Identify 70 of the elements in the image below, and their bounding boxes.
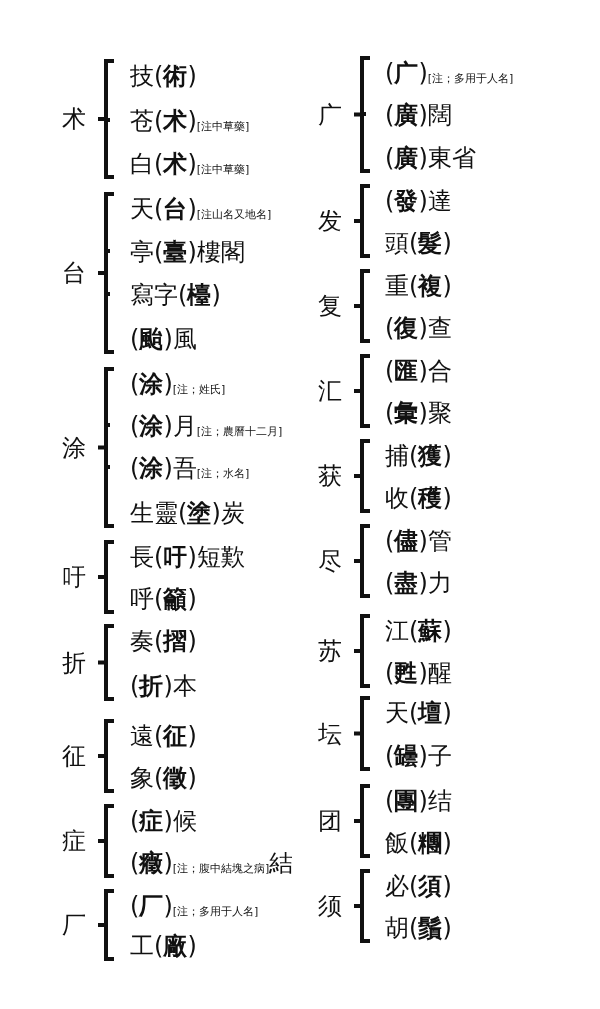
word-entry: 苍(术) — [130, 106, 197, 136]
word-entry: 頭(髮) — [385, 228, 452, 258]
word-entry: 亭(臺)樓閣 — [130, 237, 245, 267]
word-entry: 捕(獲) — [385, 441, 452, 471]
simplified-character: 征 — [62, 742, 86, 770]
annotation-note: [注中草藥] — [196, 163, 250, 177]
simplified-character: 团 — [318, 807, 342, 835]
word-entry: 技(術) — [130, 61, 197, 91]
word-entry: (盡)力 — [385, 568, 452, 598]
simplified-character: 术 — [62, 105, 86, 133]
simplified-character: 广 — [318, 100, 342, 129]
simplified-character: 尽 — [318, 547, 342, 575]
word-entry: (發)達 — [385, 186, 452, 216]
word-entry: (廣)闊 — [385, 100, 452, 130]
word-entry: (折)本 — [130, 671, 197, 701]
word-entry: 白(术) — [130, 149, 197, 179]
simplified-character: 汇 — [318, 377, 342, 405]
word-entry: (症)候 — [130, 806, 197, 836]
word-entry: 必(須) — [385, 871, 452, 901]
word-entry: (彙)聚 — [385, 398, 452, 428]
annotation-note: [注；農曆十二月] — [196, 424, 283, 439]
word-entry: (匯)合 — [385, 356, 452, 386]
annotation-note: [注山名又地名] — [196, 208, 272, 222]
word-entry: (癥) — [130, 848, 173, 878]
simplified-character: 须 — [318, 892, 342, 920]
word-entry: (廣)東省 — [385, 143, 476, 173]
annotation-note: [注；姓氏] — [172, 383, 226, 397]
annotation-note: [注；多用于人名] — [172, 905, 259, 919]
word-entry: (罎)子 — [385, 741, 452, 771]
word-entry: (復)查 — [385, 313, 452, 343]
word-entry: 收(穫) — [385, 483, 452, 513]
word-entry: 象(徵) — [130, 763, 197, 793]
word-entry: 重(複) — [385, 271, 452, 301]
annotation-note: [注；水名] — [196, 467, 250, 481]
annotation-note: [注；腹中結塊之病] — [172, 862, 270, 876]
simplified-character: 厂 — [62, 911, 86, 939]
word-entry: (涂)月 — [130, 411, 197, 441]
simplified-character: 复 — [318, 292, 342, 320]
simplified-character: 涂 — [62, 433, 86, 462]
word-entry: 呼(籲) — [130, 584, 197, 614]
simplified-character: 获 — [318, 462, 342, 490]
word-entry: (颱)風 — [130, 324, 197, 354]
word-entry: (涂)吾 — [130, 453, 197, 483]
word-entry: 結 — [269, 848, 294, 878]
simplified-character: 坛 — [318, 719, 342, 748]
word-entry: (厂) — [130, 891, 173, 921]
word-entry: (儘)管 — [385, 526, 452, 556]
word-entry: (广) — [385, 58, 428, 88]
word-entry: 天(台) — [130, 194, 197, 224]
annotation-note: [注；多用于人名] — [427, 72, 514, 86]
word-entry: 天(壇) — [385, 698, 452, 728]
word-entry: 胡(鬚) — [385, 913, 452, 943]
word-entry: 江(蘇) — [385, 616, 452, 646]
simplified-character: 苏 — [318, 637, 342, 665]
word-entry: (團)结 — [385, 786, 452, 816]
word-entry: 寫字(檯) — [130, 280, 221, 310]
word-entry: 遠(征) — [130, 721, 197, 751]
simplified-character: 折 — [62, 648, 86, 677]
word-entry: 飯(糰) — [385, 828, 452, 858]
word-entry: 工(廠) — [130, 931, 197, 961]
word-entry: (甦)醒 — [385, 658, 452, 688]
simplified-character: 台 — [62, 259, 86, 287]
word-entry: 生靈(塗)炭 — [130, 498, 245, 528]
word-entry: 長(吁)短歎 — [130, 542, 245, 572]
simplified-character: 吁 — [62, 563, 86, 591]
annotation-note: [注中草藥] — [196, 120, 250, 134]
word-entry: 奏(摺) — [130, 626, 197, 656]
word-entry: (涂) — [130, 369, 173, 399]
simplified-character: 症 — [62, 827, 86, 855]
simplified-character: 发 — [318, 207, 342, 235]
